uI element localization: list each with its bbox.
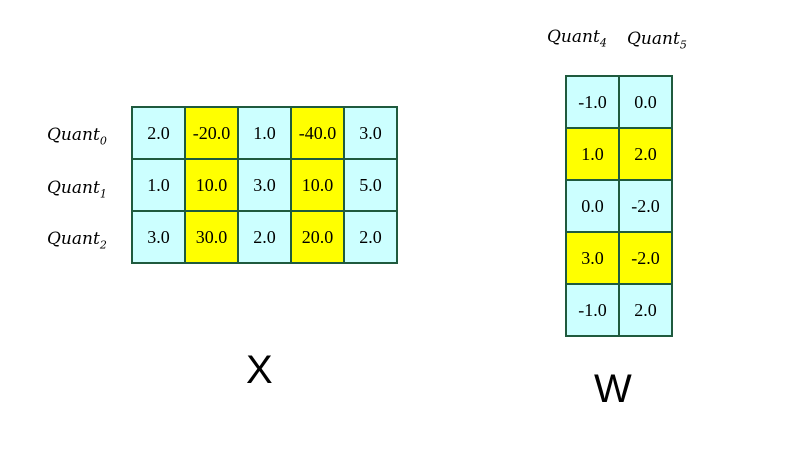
w-cell-1-0: 1.0 [567, 129, 618, 179]
x-cell-2-1: 30.0 [186, 212, 237, 262]
x-row-label-2: Quant2 [47, 229, 107, 252]
x-cell-0-2: 1.0 [239, 108, 290, 158]
w-cell-0-1: 0.0 [620, 77, 671, 127]
x-cell-0-4: 3.0 [345, 108, 396, 158]
w-cell-4-1: 2.0 [620, 285, 671, 335]
x-cell-0-3: -40.0 [292, 108, 343, 158]
w-cell-2-0: 0.0 [567, 181, 618, 231]
matrix-w-name: W [594, 367, 632, 411]
x-cell-0-1: -20.0 [186, 108, 237, 158]
w-cell-4-0: -1.0 [567, 285, 618, 335]
w-col-label-0: Quant4 [547, 27, 607, 50]
w-col-label-1: Quant5 [627, 29, 687, 52]
matrix-w-grid: -1.0 0.0 1.0 2.0 0.0 -2.0 3.0 -2.0 -1.0 … [565, 75, 673, 337]
x-cell-1-3: 10.0 [292, 160, 343, 210]
x-cell-2-4: 2.0 [345, 212, 396, 262]
x-cell-1-2: 3.0 [239, 160, 290, 210]
matrix-x-grid: 2.0 -20.0 1.0 -40.0 3.0 1.0 10.0 3.0 10.… [131, 106, 398, 264]
x-cell-1-1: 10.0 [186, 160, 237, 210]
x-cell-0-0: 2.0 [133, 108, 184, 158]
w-cell-0-0: -1.0 [567, 77, 618, 127]
x-row-label-0: Quant0 [47, 125, 107, 148]
x-cell-2-2: 2.0 [239, 212, 290, 262]
w-cell-1-1: 2.0 [620, 129, 671, 179]
x-cell-1-4: 5.0 [345, 160, 396, 210]
x-cell-2-3: 20.0 [292, 212, 343, 262]
x-cell-1-0: 1.0 [133, 160, 184, 210]
w-cell-2-1: -2.0 [620, 181, 671, 231]
w-cell-3-0: 3.0 [567, 233, 618, 283]
w-cell-3-1: -2.0 [620, 233, 671, 283]
x-cell-2-0: 3.0 [133, 212, 184, 262]
matrix-x-name: X [246, 348, 273, 392]
x-row-label-1: Quant1 [47, 178, 107, 201]
